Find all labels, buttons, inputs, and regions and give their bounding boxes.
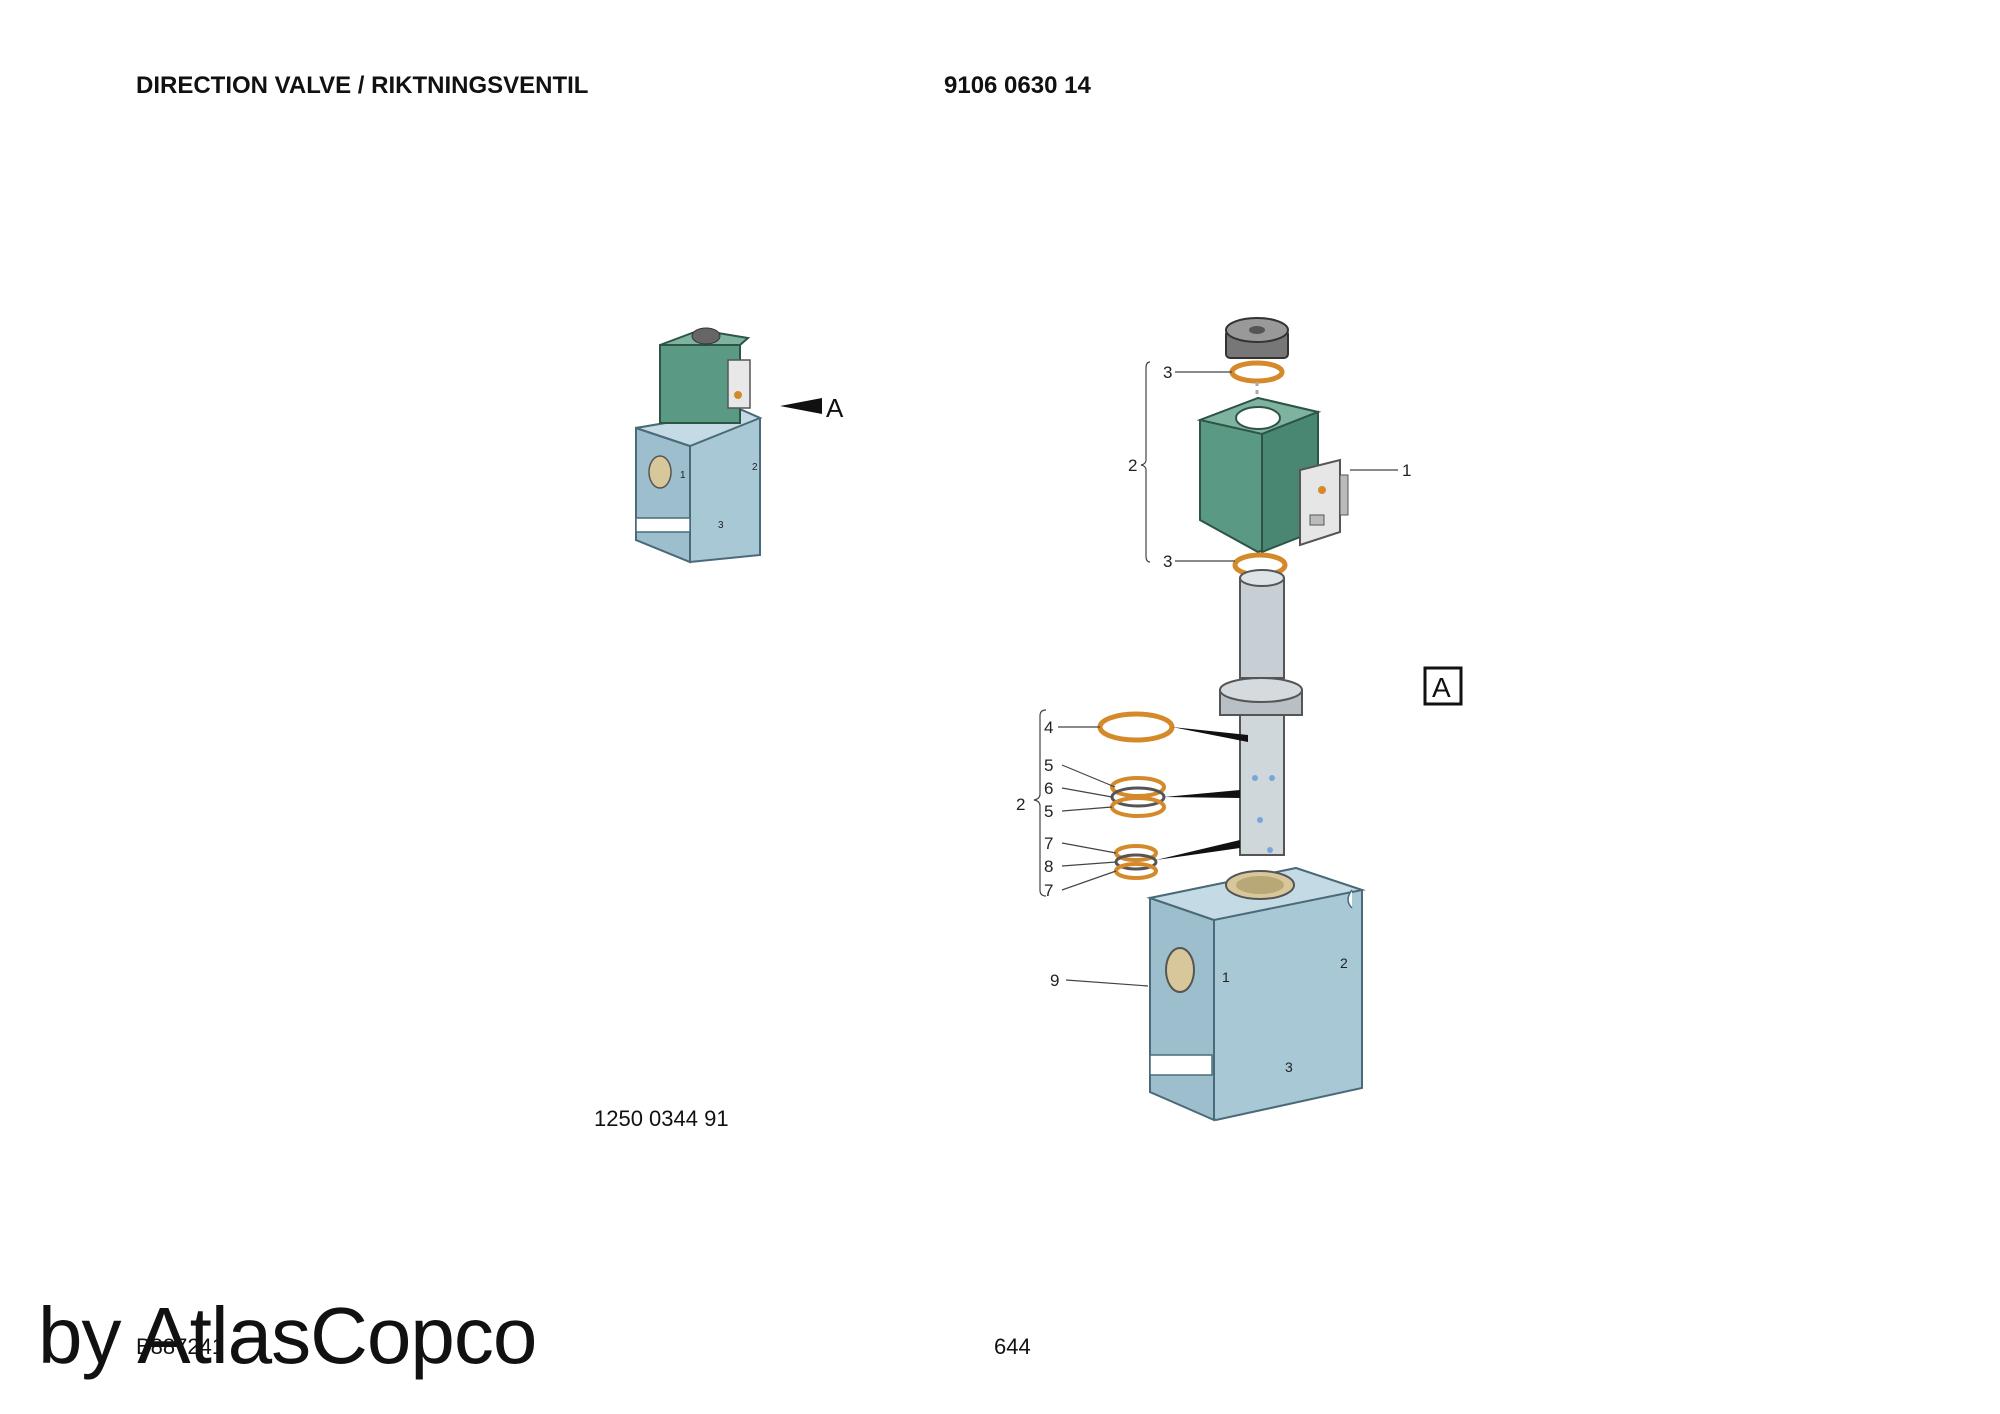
callout-3-bottom: 3 [1163, 552, 1172, 571]
callout-5-upper: 5 [1044, 756, 1053, 775]
callout-9: 9 [1050, 971, 1059, 990]
body-port-1: 1 [1222, 969, 1230, 985]
callout-7-lower: 7 [1044, 881, 1053, 900]
callout-4: 4 [1044, 718, 1053, 737]
callout-1: 1 [1402, 461, 1411, 480]
callout-2-coil: 2 [1128, 456, 1137, 475]
callout-2-seals: 2 [1016, 795, 1025, 814]
watermark: by AtlasCopco [38, 1291, 537, 1380]
solenoid-coil [1196, 396, 1349, 554]
overview-port-2: 2 [752, 462, 758, 473]
leader-lines [1033, 361, 1398, 987]
assembly-part-number: 1250 0344 91 [594, 1106, 729, 1131]
knurled-nut [1225, 317, 1289, 359]
body-port-2: 2 [1340, 955, 1348, 971]
drawing-reference: B887241 [136, 1334, 225, 1359]
view-label: A [826, 393, 844, 423]
detail-label: A [1432, 672, 1451, 703]
overview-port-1: 1 [680, 470, 686, 481]
overview-assembly: A 1 2 3 [635, 327, 844, 564]
callout-6: 6 [1044, 779, 1053, 798]
seal-stack-upper [1110, 776, 1240, 818]
snap-ring [1097, 711, 1175, 743]
view-arrow-icon [780, 398, 822, 414]
body-port-3: 3 [1285, 1059, 1293, 1075]
valve-body: 1 2 3 [1146, 866, 1366, 1122]
o-ring-top [1229, 360, 1285, 384]
page-number: 644 [994, 1334, 1031, 1359]
callout-7-upper: 7 [1044, 834, 1053, 853]
detail-box [1423, 666, 1463, 706]
callout-8: 8 [1044, 857, 1053, 876]
armature-stem [1219, 569, 1303, 856]
callout-5-lower: 5 [1044, 802, 1053, 821]
document-title: DIRECTION VALVE / RIKTNINGSVENTIL [136, 72, 589, 99]
callout-3-top: 3 [1163, 363, 1172, 382]
document-part-number: 9106 0630 14 [944, 72, 1091, 99]
seal-stack-lower [1114, 840, 1240, 880]
exploded-view: 1 2 3 3 2 3 1 4 5 6 5 [1016, 317, 1463, 1122]
overview-port-3: 3 [718, 520, 724, 531]
